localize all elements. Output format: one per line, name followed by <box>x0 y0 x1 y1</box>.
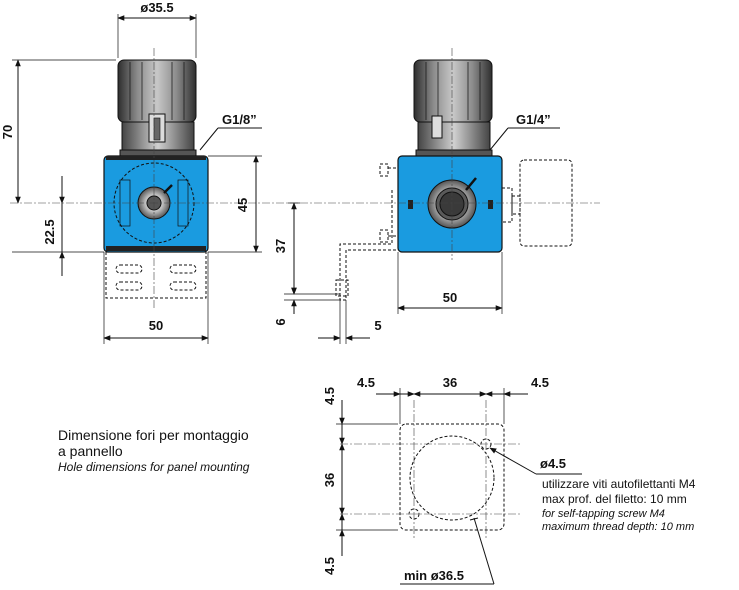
note-depth-en: maximum thread depth: 10 mm <box>542 521 694 533</box>
front-dimensions: ø35.5 70 22.5 45 G1/8” 50 <box>0 0 262 344</box>
note-screw-it: utilizzare viti autofilettanti M4 <box>542 477 696 491</box>
side-bracket <box>339 190 398 301</box>
caption-line3: Hole dimensions for panel mounting <box>58 460 250 474</box>
front-view <box>10 48 300 310</box>
caption-line1: Dimensione fori per montaggio <box>58 427 249 443</box>
panel-dimensions: 4.5 36 4.5 4.5 36 4.5 ø4.5 min ø36.5 <box>322 375 582 585</box>
note-depth-it: max prof. del filetto: 10 mm <box>542 492 687 506</box>
dim-bracket-height: 37 <box>273 239 288 253</box>
mounting-notes: utilizzare viti autofilettanti M4 max pr… <box>542 477 696 533</box>
side-dimensions: G1/4” 37 6 5 50 <box>273 112 560 344</box>
dim-height-lower: 22.5 <box>42 219 57 244</box>
panel-dim-right: 4.5 <box>531 375 549 390</box>
port-side-label: G1/4” <box>516 112 551 127</box>
side-view <box>300 48 600 301</box>
panel-cutout-min: min ø36.5 <box>404 568 464 583</box>
panel-dim-center: 36 <box>443 375 457 390</box>
panel-cutout <box>409 435 495 521</box>
front-bracket <box>105 252 207 299</box>
note-screw-en: for self-tapping screw M4 <box>542 508 665 520</box>
dim-height-total: 70 <box>0 125 15 139</box>
panel-outline <box>399 423 505 531</box>
panel-caption: Dimensione fori per montaggio a pannello… <box>58 427 250 474</box>
dim-width-front: 50 <box>149 318 163 333</box>
caption-line2: a pannello <box>58 443 123 459</box>
dim-body-height: 45 <box>235 198 250 212</box>
panel-dim-vert-center: 36 <box>322 473 337 487</box>
panel-dim-vert-bottom: 4.5 <box>322 557 337 575</box>
panel-dim-left: 4.5 <box>357 375 375 390</box>
dim-top-diameter: ø35.5 <box>140 0 173 15</box>
dim-width-side: 50 <box>443 290 457 305</box>
dim-bracket-thickness: 6 <box>273 318 288 325</box>
panel-hole-diameter: ø4.5 <box>540 456 566 471</box>
port-front-label: G1/8” <box>222 112 257 127</box>
panel-dim-vert-top: 4.5 <box>322 387 337 405</box>
panel-pattern <box>340 400 520 540</box>
dim-bracket-offset: 5 <box>374 318 381 333</box>
